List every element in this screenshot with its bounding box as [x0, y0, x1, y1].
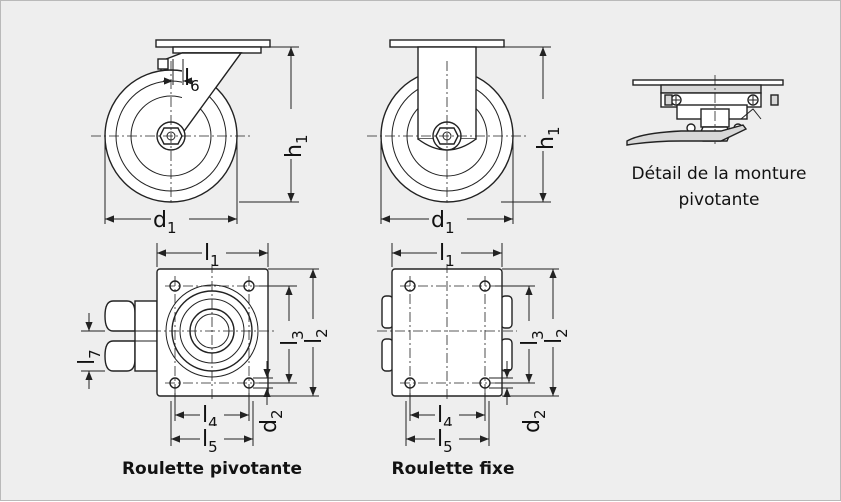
dimension-l2-swivel: l2	[302, 328, 331, 344]
dimension-d2-fixed: d2	[520, 409, 549, 433]
swivel-mount-detail	[626, 75, 784, 146]
dimension-l3-fixed: l3	[518, 330, 547, 346]
fixed-caption: Roulette fixe	[391, 459, 514, 479]
dimension-l5-swivel: l5	[202, 427, 218, 456]
swivel-side-view: l6 h1 d1	[91, 39, 311, 237]
dimension-l1-fixed: l1	[439, 241, 455, 270]
dimension-h1-fixed: h1	[534, 127, 563, 151]
dimension-l4-swivel: l4	[202, 403, 218, 432]
swivel-top-view: l1 l2 l3 d2 l7 l4 l5	[75, 240, 331, 456]
detail-caption-line2: pivotante	[679, 190, 760, 210]
dimension-h1-swivel: h1	[282, 135, 311, 159]
dimension-l6: l6	[184, 66, 200, 95]
detail-caption-line1: Détail de la monture	[632, 164, 807, 184]
dimension-l1-swivel: l1	[204, 241, 220, 270]
fixed-side-view: h1 d1	[367, 39, 563, 237]
swivel-caption: Roulette pivotante	[122, 459, 302, 479]
fixed-top-view: l1 l2 l3 d2 l4 l5	[377, 240, 571, 456]
dimension-l3-swivel: l3	[278, 330, 307, 346]
dimension-l5-fixed: l5	[437, 427, 453, 456]
dimension-d1-swivel: d1	[153, 208, 177, 237]
dimension-d2-swivel: d2	[257, 409, 286, 433]
dimension-l2-fixed: l2	[542, 328, 571, 344]
dimension-d1-fixed: d1	[431, 208, 455, 237]
dimension-l7: l7	[75, 349, 104, 365]
dimension-l4-fixed: l4	[437, 403, 453, 432]
